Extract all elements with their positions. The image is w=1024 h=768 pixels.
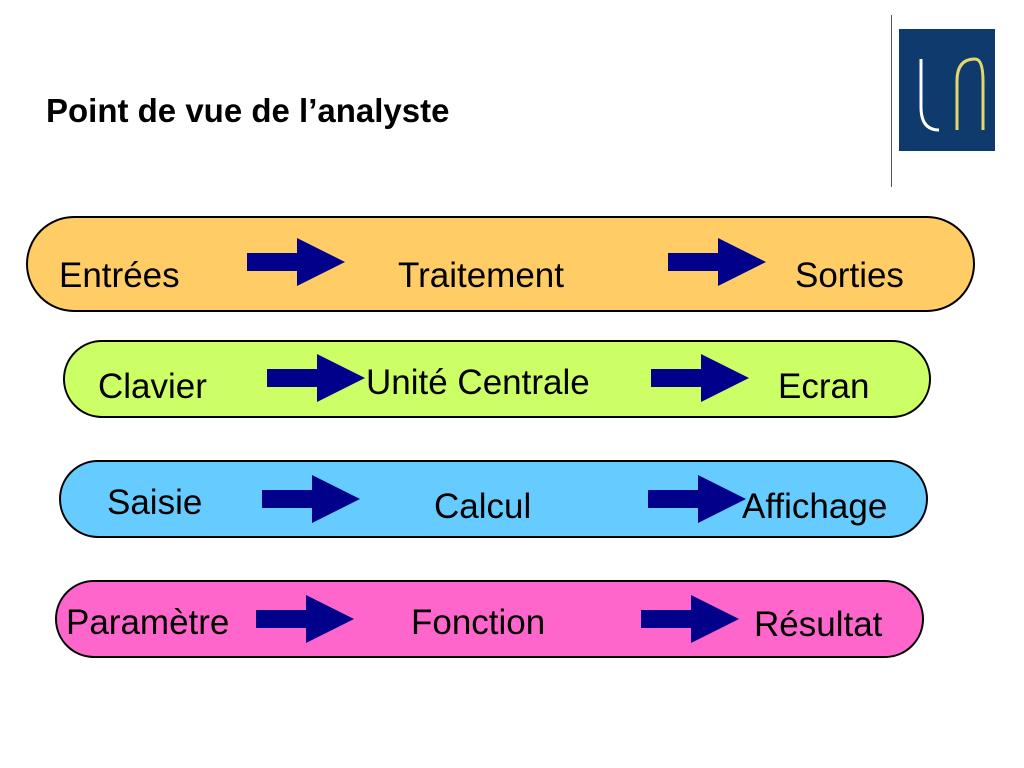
flow-row-parametre (55, 580, 924, 658)
row-2-output-label: Ecran (778, 367, 870, 406)
arrow-right-icon (247, 238, 345, 286)
row-4-input-label: Paramètre (66, 603, 230, 642)
arrow-right-icon (651, 354, 749, 402)
row-1-output-label: Sorties (795, 256, 904, 295)
flow-row-clavier (63, 340, 931, 418)
row-3-input-label: Saisie (107, 483, 203, 522)
row-1-process-label: Traitement (398, 256, 564, 295)
row-3-process-label: Calcul (434, 487, 532, 526)
arrow-right-icon (641, 595, 739, 643)
arrow-right-icon (256, 595, 354, 643)
flow-row-entrees (26, 216, 975, 312)
arrow-right-icon (267, 354, 365, 402)
row-2-process-label: Unité Centrale (366, 363, 590, 402)
page-title: Point de vue de l’analyste (46, 92, 450, 129)
row-3-output-label: Affichage (742, 487, 888, 526)
header-divider (891, 15, 892, 187)
arrow-right-icon (648, 475, 746, 523)
row-1-input-label: Entrées (59, 256, 180, 295)
row-2-input-label: Clavier (98, 367, 207, 406)
row-4-output-label: Résultat (754, 605, 883, 644)
flow-row-saisie (59, 460, 928, 538)
row-4-process-label: Fonction (411, 603, 546, 642)
university-logo (899, 29, 995, 151)
arrow-right-icon (262, 475, 360, 523)
arrow-right-icon (668, 238, 766, 286)
